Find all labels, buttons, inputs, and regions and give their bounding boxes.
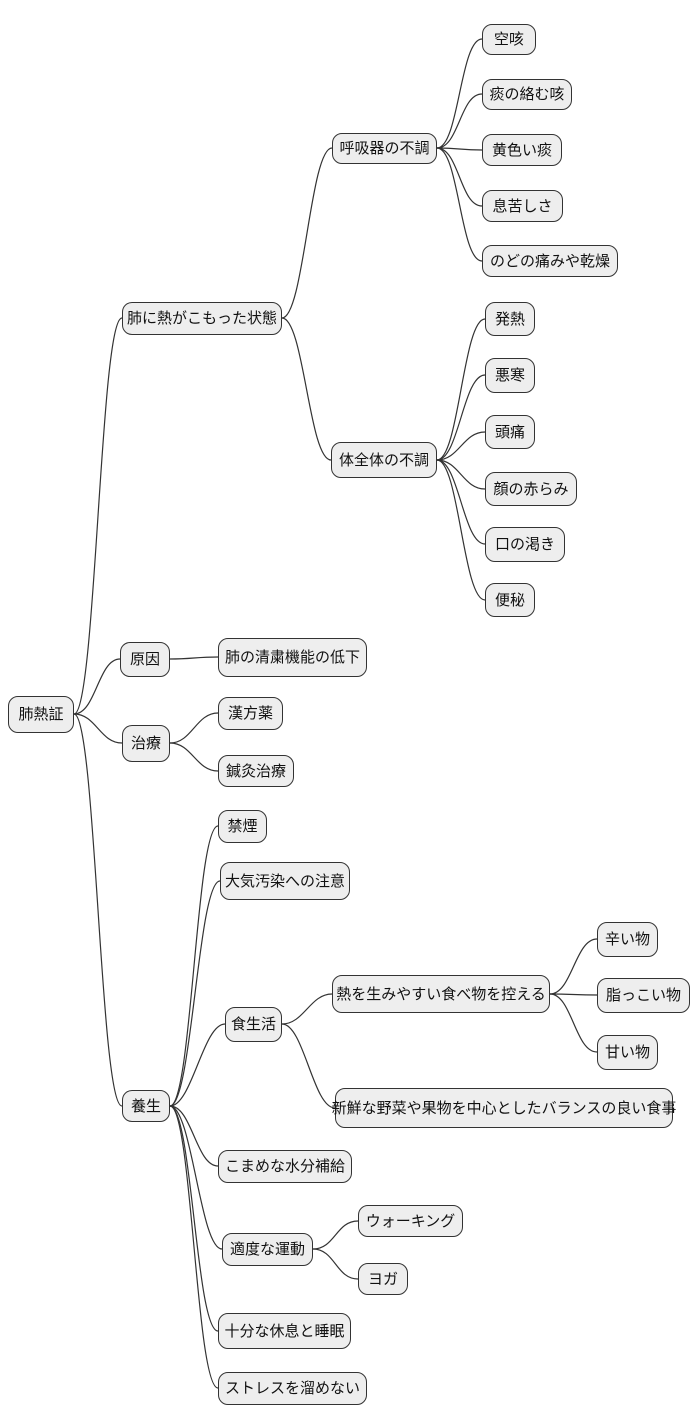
link-diet-balanced-meal [281,1023,336,1109]
node-root[interactable]: 肺熱証 [8,696,74,733]
link-care-no-smoking [169,825,219,1107]
link-root-treatment [73,713,123,744]
link-care-exercise [169,1105,223,1250]
link-respiratory-sore-throat [436,147,483,262]
node-diet[interactable]: 食生活 [225,1007,282,1042]
node-fever[interactable]: 発熱 [485,302,535,336]
link-cause-detail [169,656,219,660]
node-constipation[interactable]: 便秘 [485,583,535,617]
link-body-flushed-face [436,459,486,490]
node-thirst[interactable]: 口の渇き [485,527,565,562]
node-acupuncture[interactable]: 鍼灸治療 [218,755,294,787]
node-treatment[interactable]: 治療 [122,725,170,762]
link-body-chills [436,374,486,461]
node-oily-food[interactable]: 脂っこい物 [597,978,690,1013]
node-kampo[interactable]: 漢方薬 [218,697,283,730]
node-chills[interactable]: 悪寒 [485,358,535,393]
link-avoid-heaty-oily [549,993,598,996]
link-state-respiratory [281,147,333,319]
node-flushed-face[interactable]: 顔の赤らみ [485,472,577,506]
node-headache[interactable]: 頭痛 [485,415,535,449]
link-body-headache [436,431,486,461]
link-root-care [73,713,123,1107]
link-state-body [281,317,332,461]
node-avoid-heaty-foods[interactable]: 熱を生みやすい食べ物を控える [332,975,550,1013]
link-care-hydration [169,1105,219,1167]
link-respiratory-dry-cough [436,38,483,149]
node-sore-throat[interactable]: のどの痛みや乾燥 [482,245,618,277]
link-exercise-yoga [312,1248,359,1280]
link-care-air-pollution [169,880,221,1107]
link-avoid-heaty-sweet [549,993,598,1053]
link-avoid-heaty-spicy [549,938,598,995]
link-root-cause [73,658,121,715]
link-care-stress [169,1105,219,1389]
node-hydration[interactable]: こまめな水分補給 [218,1150,352,1183]
node-dry-cough[interactable]: 空咳 [482,24,536,55]
node-yoga[interactable]: ヨガ [358,1263,408,1295]
link-exercise-walking [312,1220,359,1250]
node-breathlessness[interactable]: 息苦しさ [482,190,563,222]
node-air-pollution[interactable]: 大気汚染への注意 [220,862,350,900]
node-sweet-food[interactable]: 甘い物 [597,1035,658,1070]
link-care-diet [169,1023,226,1107]
node-body-symptoms[interactable]: 体全体の不調 [331,442,437,478]
node-spicy-food[interactable]: 辛い物 [597,922,658,957]
node-cause[interactable]: 原因 [120,642,170,677]
link-treatment-kampo [169,712,219,744]
link-body-constipation [436,459,486,601]
link-care-rest [169,1105,219,1332]
node-exercise[interactable]: 適度な運動 [222,1233,313,1266]
node-no-stress[interactable]: ストレスを溜めない [218,1372,367,1405]
link-root-state [73,317,123,715]
link-diet-avoid-heaty [281,993,333,1025]
node-walking[interactable]: ウォーキング [358,1205,463,1237]
link-treatment-acupuncture [169,742,219,772]
link-respiratory-phlegm-cough [436,93,483,149]
node-respiratory-symptoms[interactable]: 呼吸器の不調 [332,133,437,164]
link-respiratory-yellow-phlegm [436,147,483,151]
node-balanced-meal[interactable]: 新鮮な野菜や果物を中心としたバランスの良い食事 [332,1088,676,1128]
node-no-smoking[interactable]: 禁煙 [218,810,267,843]
link-body-fever [436,318,486,461]
link-respiratory-breathlessness [436,147,483,207]
node-lung-heat-state[interactable]: 肺に熱がこもった状態 [122,302,282,335]
node-yellow-phlegm[interactable]: 黄色い痰 [482,134,562,166]
link-body-thirst [436,459,486,545]
node-rest-sleep[interactable]: 十分な休息と睡眠 [218,1313,351,1349]
node-care[interactable]: 養生 [122,1090,170,1122]
node-phlegm-cough[interactable]: 痰の絡む咳 [482,79,572,110]
node-cause-detail[interactable]: 肺の清粛機能の低下 [218,638,367,677]
